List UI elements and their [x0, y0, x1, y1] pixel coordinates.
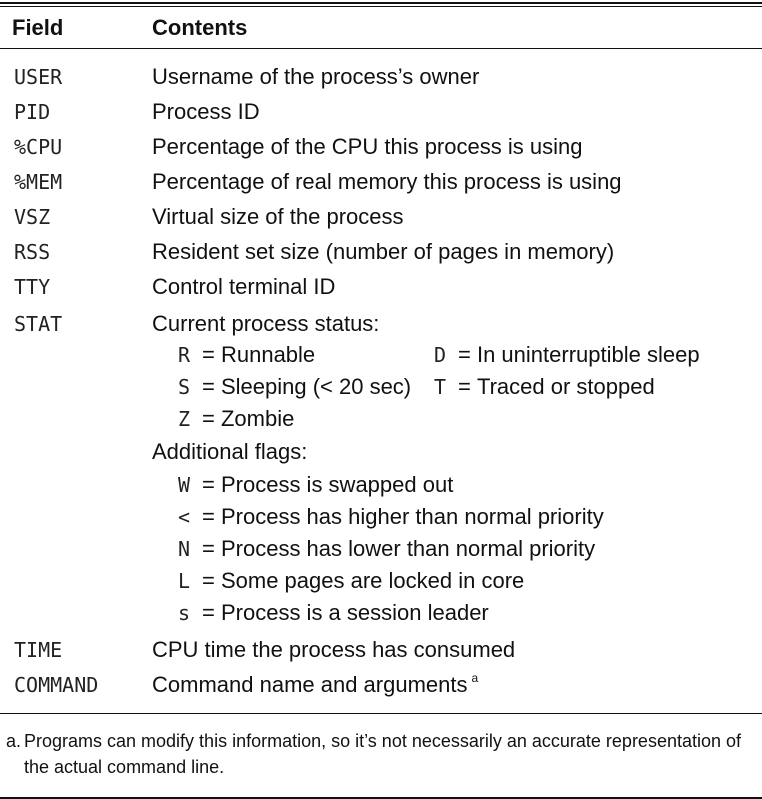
field-name: %MEM — [14, 170, 63, 194]
equals-sign: = — [202, 342, 221, 367]
footer-rule — [0, 713, 762, 714]
status-code: T — [434, 375, 447, 399]
equals-sign: = — [202, 568, 221, 593]
stat-status-item: Z = Zombie — [178, 403, 294, 435]
additional-flag-item: s = Process is a session leader — [178, 597, 489, 629]
header-rule — [0, 48, 762, 49]
field-description: Current process status: — [152, 311, 380, 336]
status-meaning: Sleeping (< 20 sec) — [220, 374, 412, 399]
stat-status-item: D = In uninterruptible sleep — [434, 339, 700, 371]
equals-sign: = — [202, 536, 221, 561]
status-meaning: Zombie — [220, 406, 295, 431]
additional-flag-item: L = Some pages are locked in core — [178, 565, 524, 597]
header-contents: Contents — [152, 15, 248, 40]
equals-sign: = — [202, 600, 221, 625]
field-name: COMMAND — [14, 673, 99, 697]
field-name: %CPU — [14, 135, 63, 159]
equals-sign: = — [458, 374, 477, 399]
equals-sign: = — [202, 504, 221, 529]
flag-code: < — [178, 505, 191, 529]
field-description: Resident set size (number of pages in me… — [152, 239, 615, 264]
field-name: VSZ — [14, 205, 51, 229]
flag-code: s — [178, 601, 191, 625]
equals-sign: = — [202, 472, 221, 497]
field-description: Virtual size of the process — [152, 204, 404, 229]
top-rule-thick — [0, 2, 762, 4]
equals-sign: = — [458, 342, 477, 367]
flag-meaning: Process is swapped out — [220, 472, 454, 497]
equals-sign: = — [202, 374, 221, 399]
command-description-text: Command name and arguments — [152, 672, 468, 697]
flag-meaning: Process is a session leader — [220, 600, 489, 625]
field-name: STAT — [14, 312, 63, 336]
status-code: Z — [178, 407, 191, 431]
field-description: Username of the process’s owner — [152, 64, 480, 89]
flag-meaning: Process has higher than normal priority — [220, 504, 604, 529]
flag-code: W — [178, 473, 191, 497]
field-description: Percentage of the CPU this process is us… — [152, 134, 583, 159]
field-description: Process ID — [152, 99, 260, 124]
flag-meaning: Process has lower than normal priority — [220, 536, 596, 561]
status-meaning: Traced or stopped — [476, 374, 655, 399]
stat-status-item: T = Traced or stopped — [434, 371, 655, 403]
field-name: TIME — [14, 638, 63, 662]
field-name: TTY — [14, 275, 51, 299]
bottom-rule — [0, 797, 762, 799]
field-name: RSS — [14, 240, 51, 264]
footnote-text: Programs can modify this information, so… — [24, 731, 742, 777]
flag-meaning: Some pages are locked in core — [220, 568, 525, 593]
flag-code: L — [178, 569, 191, 593]
field-name: PID — [14, 100, 51, 124]
field-description: Percentage of real memory this process i… — [152, 169, 622, 194]
field-description: CPU time the process has consumed — [152, 637, 516, 662]
field-description: Control terminal ID — [152, 274, 336, 299]
status-code: R — [178, 343, 191, 367]
equals-sign: = — [202, 406, 221, 431]
additional-flags-label: Additional flags: — [152, 439, 308, 464]
stat-status-item: R = Runnable — [178, 339, 315, 371]
footnote-reference: a — [471, 671, 479, 685]
flag-code: N — [178, 537, 191, 561]
stat-status-item: S = Sleeping (< 20 sec) — [178, 371, 411, 403]
field-name: USER — [14, 65, 63, 89]
status-code: S — [178, 375, 191, 399]
status-code: D — [434, 343, 447, 367]
status-meaning: Runnable — [220, 342, 316, 367]
footnote-mark: a. — [6, 731, 22, 751]
top-rule-thin — [0, 6, 762, 7]
additional-flag-item: W = Process is swapped out — [178, 469, 453, 501]
header-field: Field — [12, 15, 64, 40]
additional-flag-item: < = Process has higher than normal priori… — [178, 501, 604, 533]
status-meaning: In uninterruptible sleep — [476, 342, 700, 367]
additional-flag-item: N = Process has lower than normal priorit… — [178, 533, 595, 565]
